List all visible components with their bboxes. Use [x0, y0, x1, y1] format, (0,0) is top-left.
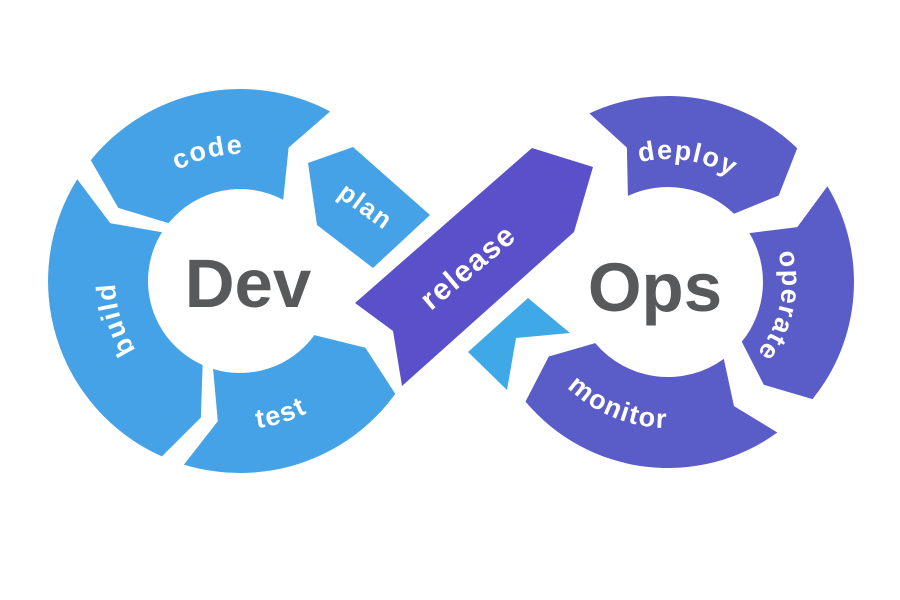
segment-ribbon-plan	[308, 147, 430, 268]
feedback-chevron-icon	[468, 298, 570, 390]
segment-arc-deploy	[589, 95, 798, 214]
segment-arc-monitor	[525, 343, 778, 469]
dev-center-label: Dev	[185, 245, 312, 322]
segment-arc-operate	[741, 186, 854, 400]
segment-arc-test	[183, 335, 396, 473]
release-arrow-ribbon	[355, 148, 593, 386]
segment-arc-build	[48, 179, 203, 457]
segment-arc-code	[90, 89, 331, 224]
ops-center-label: Ops	[588, 249, 722, 326]
